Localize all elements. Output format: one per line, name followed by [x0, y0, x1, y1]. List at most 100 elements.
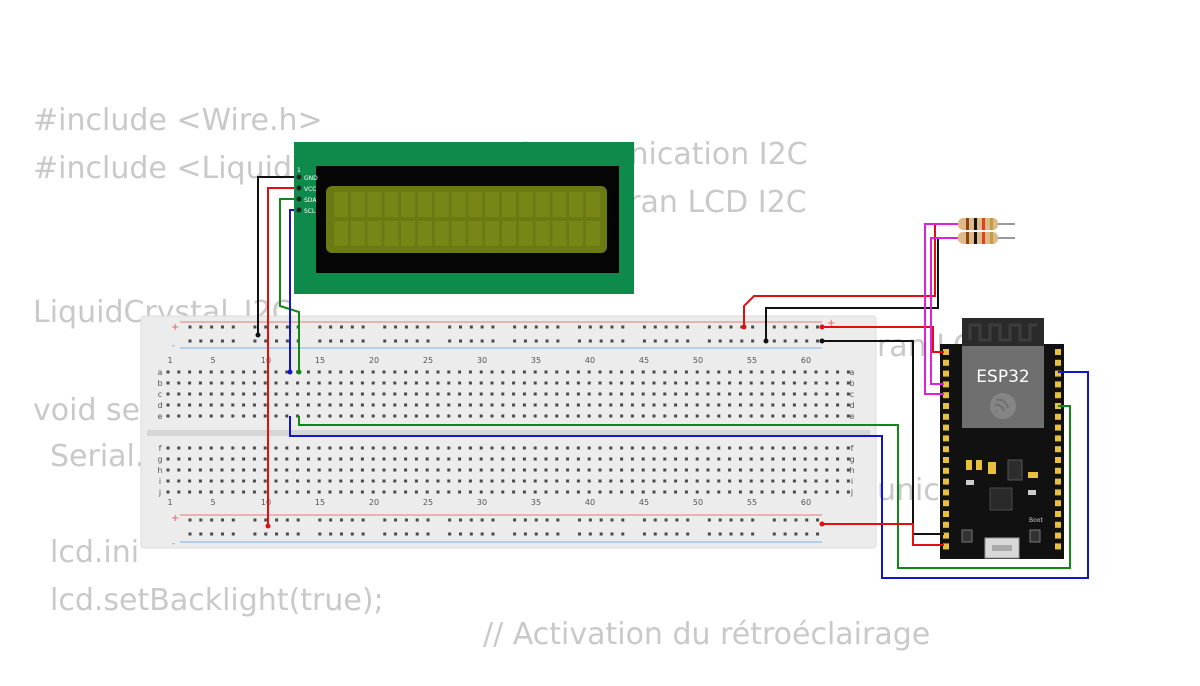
breadboard-hole[interactable] — [490, 457, 494, 461]
breadboard-hole[interactable] — [555, 414, 559, 418]
breadboard-hole[interactable] — [598, 446, 602, 450]
breadboard-hole[interactable] — [209, 490, 213, 494]
rail-hole[interactable] — [318, 518, 322, 522]
rail-hole[interactable] — [534, 325, 538, 329]
breadboard-hole[interactable] — [350, 370, 354, 374]
breadboard-hole[interactable] — [620, 446, 624, 450]
breadboard-hole[interactable] — [263, 403, 267, 407]
breadboard-hole[interactable] — [436, 381, 440, 385]
rail-hole[interactable] — [188, 325, 192, 329]
breadboard-hole[interactable] — [566, 457, 570, 461]
breadboard-hole[interactable] — [166, 490, 170, 494]
breadboard-hole[interactable] — [695, 370, 699, 374]
breadboard-hole[interactable] — [630, 468, 634, 472]
rail-hole[interactable] — [664, 532, 668, 536]
breadboard-hole[interactable] — [220, 403, 224, 407]
breadboard-hole[interactable] — [447, 479, 451, 483]
breadboard-hole[interactable] — [274, 370, 278, 374]
breadboard-hole[interactable] — [814, 468, 818, 472]
breadboard-hole[interactable] — [414, 370, 418, 374]
breadboard-hole[interactable] — [555, 392, 559, 396]
breadboard-hole[interactable] — [328, 381, 332, 385]
rail-hole[interactable] — [394, 518, 398, 522]
breadboard-hole[interactable] — [263, 479, 267, 483]
rail-hole[interactable] — [599, 325, 603, 329]
rail-hole[interactable] — [610, 325, 614, 329]
breadboard-hole[interactable] — [598, 370, 602, 374]
rail-hole[interactable] — [231, 532, 235, 536]
esp32-pin[interactable] — [1055, 446, 1061, 453]
rail-hole[interactable] — [480, 532, 484, 536]
breadboard-hole[interactable] — [490, 414, 494, 418]
breadboard-hole[interactable] — [836, 490, 840, 494]
breadboard-hole[interactable] — [544, 370, 548, 374]
esp32-pin[interactable] — [943, 435, 949, 442]
breadboard-hole[interactable] — [555, 457, 559, 461]
breadboard-hole[interactable] — [447, 370, 451, 374]
rail-hole[interactable] — [275, 339, 279, 343]
breadboard-hole[interactable] — [188, 479, 192, 483]
esp32-pin[interactable] — [943, 467, 949, 474]
rail-hole[interactable] — [523, 339, 527, 343]
esp32-pin[interactable] — [1055, 370, 1061, 377]
breadboard-hole[interactable] — [360, 468, 364, 472]
breadboard-hole[interactable] — [641, 392, 645, 396]
breadboard-hole[interactable] — [468, 392, 472, 396]
esp32-pin[interactable] — [943, 543, 949, 550]
rail-hole[interactable] — [275, 325, 279, 329]
breadboard-hole[interactable] — [792, 446, 796, 450]
breadboard-hole[interactable] — [339, 446, 343, 450]
breadboard-hole[interactable] — [803, 479, 807, 483]
breadboard-hole[interactable] — [749, 381, 753, 385]
breadboard-hole[interactable] — [198, 370, 202, 374]
esp32-pin[interactable] — [1055, 543, 1061, 550]
breadboard-hole[interactable] — [803, 392, 807, 396]
rail-hole[interactable] — [675, 339, 679, 343]
breadboard-hole[interactable] — [490, 446, 494, 450]
breadboard-hole[interactable] — [382, 457, 386, 461]
rail-hole[interactable] — [653, 339, 657, 343]
breadboard-hole[interactable] — [188, 403, 192, 407]
breadboard-hole[interactable] — [328, 490, 332, 494]
rail-hole[interactable] — [578, 518, 582, 522]
breadboard-hole[interactable] — [825, 392, 829, 396]
rail-hole[interactable] — [642, 518, 646, 522]
breadboard-hole[interactable] — [512, 479, 516, 483]
breadboard-hole[interactable] — [846, 457, 850, 461]
breadboard-hole[interactable] — [738, 479, 742, 483]
rail-hole[interactable] — [816, 532, 820, 536]
breadboard-hole[interactable] — [198, 381, 202, 385]
rail-hole[interactable] — [210, 518, 214, 522]
breadboard-hole[interactable] — [242, 414, 246, 418]
breadboard-hole[interactable] — [792, 457, 796, 461]
breadboard-hole[interactable] — [382, 381, 386, 385]
breadboard-hole[interactable] — [242, 490, 246, 494]
breadboard-hole[interactable] — [501, 392, 505, 396]
breadboard-hole[interactable] — [738, 392, 742, 396]
rail-hole[interactable] — [415, 339, 419, 343]
rail-hole[interactable] — [783, 518, 787, 522]
rail-hole[interactable] — [513, 339, 517, 343]
breadboard-hole[interactable] — [846, 403, 850, 407]
breadboard-hole[interactable] — [490, 468, 494, 472]
rail-hole[interactable] — [383, 325, 387, 329]
breadboard-hole[interactable] — [533, 479, 537, 483]
breadboard-hole[interactable] — [306, 414, 310, 418]
breadboard-hole[interactable] — [566, 468, 570, 472]
breadboard-hole[interactable] — [609, 370, 613, 374]
breadboard-hole[interactable] — [522, 392, 526, 396]
rail-hole[interactable] — [513, 325, 517, 329]
esp32-pin[interactable] — [943, 446, 949, 453]
breadboard-hole[interactable] — [242, 468, 246, 472]
breadboard-hole[interactable] — [177, 370, 181, 374]
rail-hole[interactable] — [231, 325, 235, 329]
rail-hole[interactable] — [426, 325, 430, 329]
breadboard-hole[interactable] — [177, 392, 181, 396]
breadboard-hole[interactable] — [382, 403, 386, 407]
rail-hole[interactable] — [361, 518, 365, 522]
rail-hole[interactable] — [513, 518, 517, 522]
breadboard-hole[interactable] — [296, 403, 300, 407]
rail-hole[interactable] — [686, 518, 690, 522]
wire-sda-to-esp32[interactable] — [298, 405, 1071, 569]
breadboard-hole[interactable] — [544, 414, 548, 418]
